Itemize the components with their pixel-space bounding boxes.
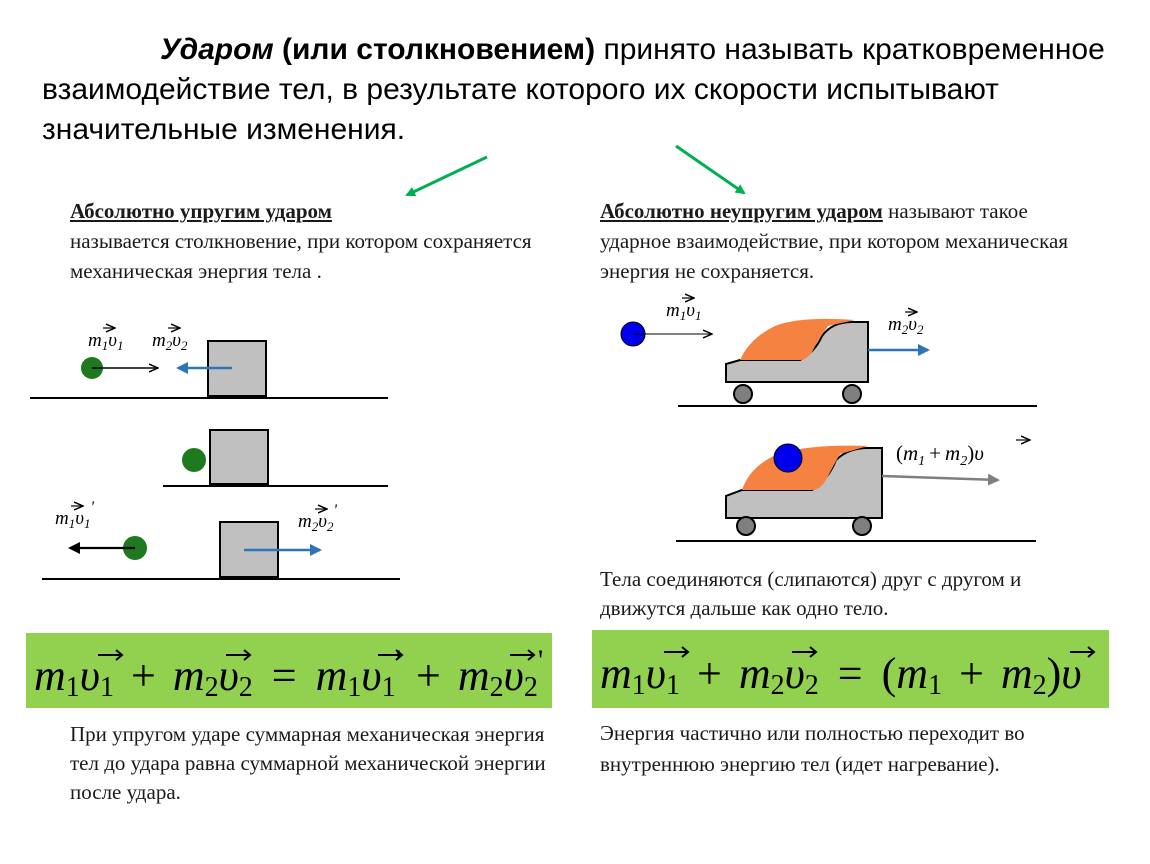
elastic-term: Абсолютно упругим ударом xyxy=(70,199,332,223)
cart-load-1 xyxy=(740,318,855,360)
inelastic-term-tail: называют xyxy=(888,199,975,223)
pointer-arrow-right xyxy=(675,144,746,195)
block-2 xyxy=(209,429,269,485)
intro-rest: принято называть кратковременное взаимод… xyxy=(42,33,1105,146)
label-ball-m1v1: m1υ1 xyxy=(666,300,701,323)
blue-ball-2 xyxy=(773,443,803,473)
intro-term-alt: (или столкновением) xyxy=(282,33,596,66)
inelastic-caption: Энергия частично или полностью переходит… xyxy=(600,721,1025,776)
intro-paragraph: Ударом (или столкновением) принято назыв… xyxy=(42,30,1122,150)
elastic-definition-text: называется столкновение, при котором сох… xyxy=(70,229,532,283)
elastic-formula: m1υ1 + m2υ2 = m1υ1' + m2υ2' xyxy=(26,633,552,708)
elastic-stage-after: m1υ1' m2υ2' xyxy=(42,499,400,580)
cart-wheel-1b xyxy=(842,384,862,404)
elastic-caption: При упругом ударе суммарная механическая… xyxy=(70,722,546,804)
inelastic-definition: Абсолютно неупругим ударом называют тако… xyxy=(600,196,1100,286)
cart-wheel-2b xyxy=(852,516,872,536)
inelastic-stage-before: m1υ1 m2υ2 xyxy=(620,298,1037,407)
elastic-stage-contact xyxy=(163,429,388,487)
label-m1v1-prime: m1υ1' xyxy=(55,499,94,531)
intro-term: Ударом xyxy=(160,33,274,66)
cart-wheel-2a xyxy=(736,516,756,536)
label-m1v1: m1υ1 xyxy=(88,330,123,353)
label-cart-m2v2: m2υ2 xyxy=(888,314,924,337)
inelastic-definition-text: такое ударное взаимодействие, при которо… xyxy=(600,199,1068,283)
elastic-diagram: m1υ1 m2υ2 m1υ1' m2υ2' xyxy=(30,300,400,580)
label-m2v2-prime: m2υ2' xyxy=(298,502,337,534)
inelastic-diagram: m1υ1 m2υ2 (m1+m2)υ xyxy=(620,290,1037,542)
inelastic-stage-after: (m1+m2)υ xyxy=(676,440,1036,542)
label-m2v2: m2υ2 xyxy=(152,330,188,353)
inelastic-term: Абсолютно неупругим ударом xyxy=(600,199,883,223)
ball-2 xyxy=(182,448,206,472)
svg-text:m1υ1 + m2υ2: m1υ1 + m2υ2 = (m1 + m2)υ xyxy=(600,649,1082,704)
cart-load-2 xyxy=(742,445,868,490)
inelastic-result-text: Тела соединяются (слипаются) друг с друг… xyxy=(600,567,1022,620)
svg-text:m1υ1 + m2υ2: m1υ1 + m2υ2 = m1υ1' + m2υ2' xyxy=(34,633,543,706)
pointer-arrow-left xyxy=(405,155,488,197)
combined-velocity-arrow xyxy=(881,473,1000,486)
elastic-definition: Абсолютно упругим ударом называется стол… xyxy=(70,196,540,286)
elastic-stage-before: m1υ1 m2υ2 xyxy=(30,328,388,399)
cart-wheel-1a xyxy=(733,384,753,404)
label-combined: (m1+m2)υ xyxy=(896,441,984,469)
inelastic-formula: m1υ1 + m2υ2 = (m1 + m2)υ xyxy=(592,630,1109,708)
